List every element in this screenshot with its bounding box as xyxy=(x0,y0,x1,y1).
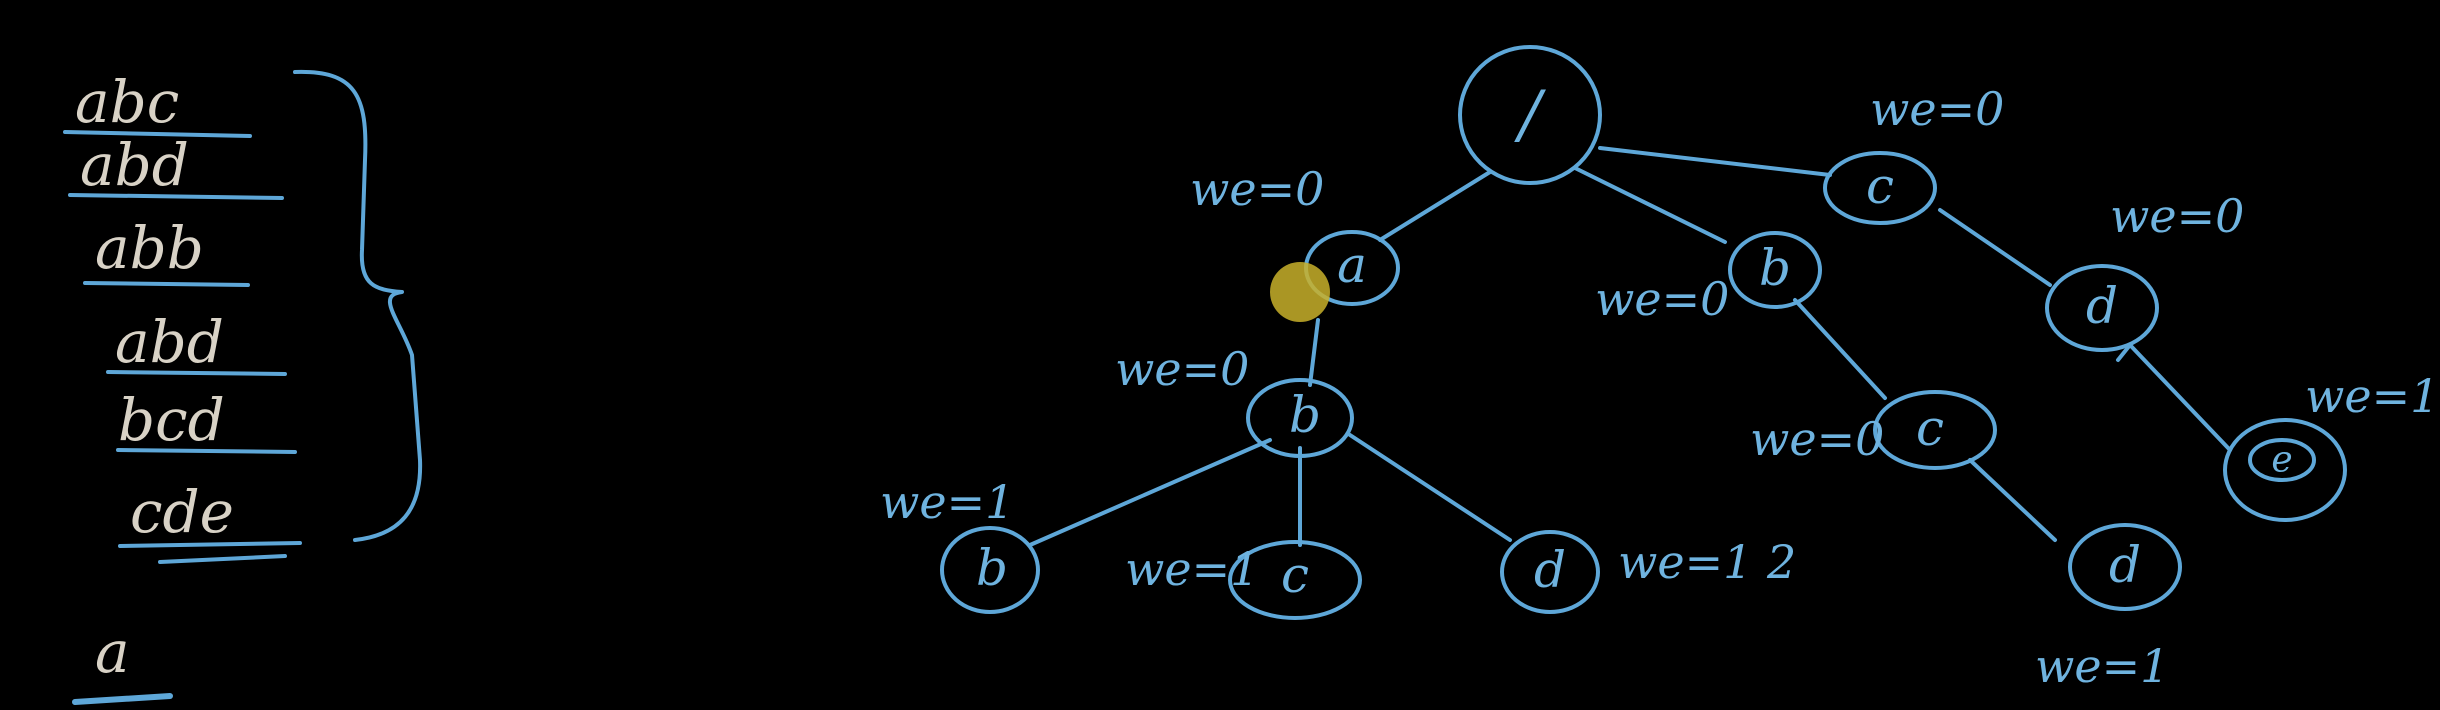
word-item: cde xyxy=(130,478,234,546)
annotation-a: we=0 xyxy=(1190,162,1324,216)
trie-node-c: c xyxy=(1823,151,1937,225)
query-underline xyxy=(72,693,173,705)
cursor-pointer xyxy=(1270,262,1330,322)
query-text: a xyxy=(95,618,130,686)
node-circle xyxy=(2045,264,2159,352)
word-underline xyxy=(106,370,287,376)
word-underline xyxy=(63,130,252,138)
word-item: abd xyxy=(115,308,224,376)
trie-node-abd: d xyxy=(1500,530,1600,614)
edge-c-d xyxy=(1968,458,2057,542)
word-item: abb xyxy=(95,214,204,282)
annotation-bc: we=0 xyxy=(1750,412,1884,466)
node-circle xyxy=(1246,378,1354,458)
word-underline xyxy=(68,193,284,200)
node-circle xyxy=(1873,390,1997,470)
node-circle xyxy=(1458,45,1602,185)
node-label: c xyxy=(1866,157,1894,215)
word-underline xyxy=(158,554,287,564)
node-label: c xyxy=(1281,546,1309,604)
node-circle xyxy=(1500,530,1600,614)
word-underline xyxy=(116,448,297,454)
node-circle xyxy=(1228,540,1362,620)
annotation-abb: we=1 xyxy=(880,475,1014,529)
annotation-ab: we=0 xyxy=(1115,342,1249,396)
annotation-c: we=0 xyxy=(1870,82,2004,136)
node-label: e xyxy=(2271,440,2292,481)
edge-root-a xyxy=(1378,170,1492,242)
edge-d-e xyxy=(2128,343,2232,452)
node-label: b xyxy=(1759,239,1791,297)
node-label: d xyxy=(2109,536,2141,594)
word-list: abc abd abb abd bcd cde xyxy=(63,68,302,564)
word-item: bcd xyxy=(118,386,225,454)
node-circle xyxy=(2068,523,2182,611)
node-circle xyxy=(1728,231,1822,309)
trie-node-bc: c xyxy=(1873,390,1997,470)
trie-node-cd: d xyxy=(2045,264,2159,352)
edge-b-d xyxy=(1348,433,1512,542)
annotation-bcd: we=1 xyxy=(2035,639,2169,693)
trie-node-ab: b xyxy=(1246,378,1354,458)
word-item: abc xyxy=(75,68,179,136)
node-label: b xyxy=(1289,386,1321,444)
annotation-cde: we=1 xyxy=(2305,369,2439,423)
edge-root-b xyxy=(1573,166,1727,244)
annotation-cd: we=0 xyxy=(2110,189,2244,243)
trie-node-abc: c xyxy=(1228,540,1362,620)
trie-node-b: b xyxy=(1728,231,1822,309)
node-label: / xyxy=(1513,78,1546,152)
trie-node-abb: b xyxy=(940,526,1040,614)
node-inner-circle xyxy=(2248,438,2316,482)
edge-b-b xyxy=(1028,438,1272,547)
node-circle xyxy=(940,526,1040,614)
node-circle xyxy=(2223,418,2347,522)
node-label: d xyxy=(1534,541,1566,599)
node-label: b xyxy=(976,539,1008,597)
trie-annotations: we=0 we=0 we=1 we=1 we=1 2 we=0 we=0 we=… xyxy=(880,82,2439,693)
curly-brace xyxy=(293,69,423,542)
edge-c-d2 xyxy=(1938,208,2052,287)
node-label: a xyxy=(1337,236,1367,294)
edge-root-c xyxy=(1598,146,1832,177)
trie-node-bcd: d xyxy=(2068,523,2182,611)
trie-node-cde: e xyxy=(2223,418,2347,522)
edge-a-b xyxy=(1308,318,1320,387)
trie-node-root: / xyxy=(1458,45,1602,185)
edge-b-c2 xyxy=(1793,298,1887,400)
node-circle xyxy=(1823,151,1937,225)
annotation-abc: we=1 xyxy=(1125,542,1259,596)
node-label: d xyxy=(2086,277,2118,335)
annotation-abd: we=1 2 xyxy=(1618,535,1796,589)
annotation-b: we=0 xyxy=(1595,272,1729,326)
node-label: c xyxy=(1916,399,1944,457)
trie-edges xyxy=(1028,146,2232,547)
edge-arrowhead xyxy=(2116,343,2132,362)
word-underline xyxy=(83,281,250,287)
word-item: abd xyxy=(80,131,189,199)
word-underline xyxy=(118,541,302,548)
